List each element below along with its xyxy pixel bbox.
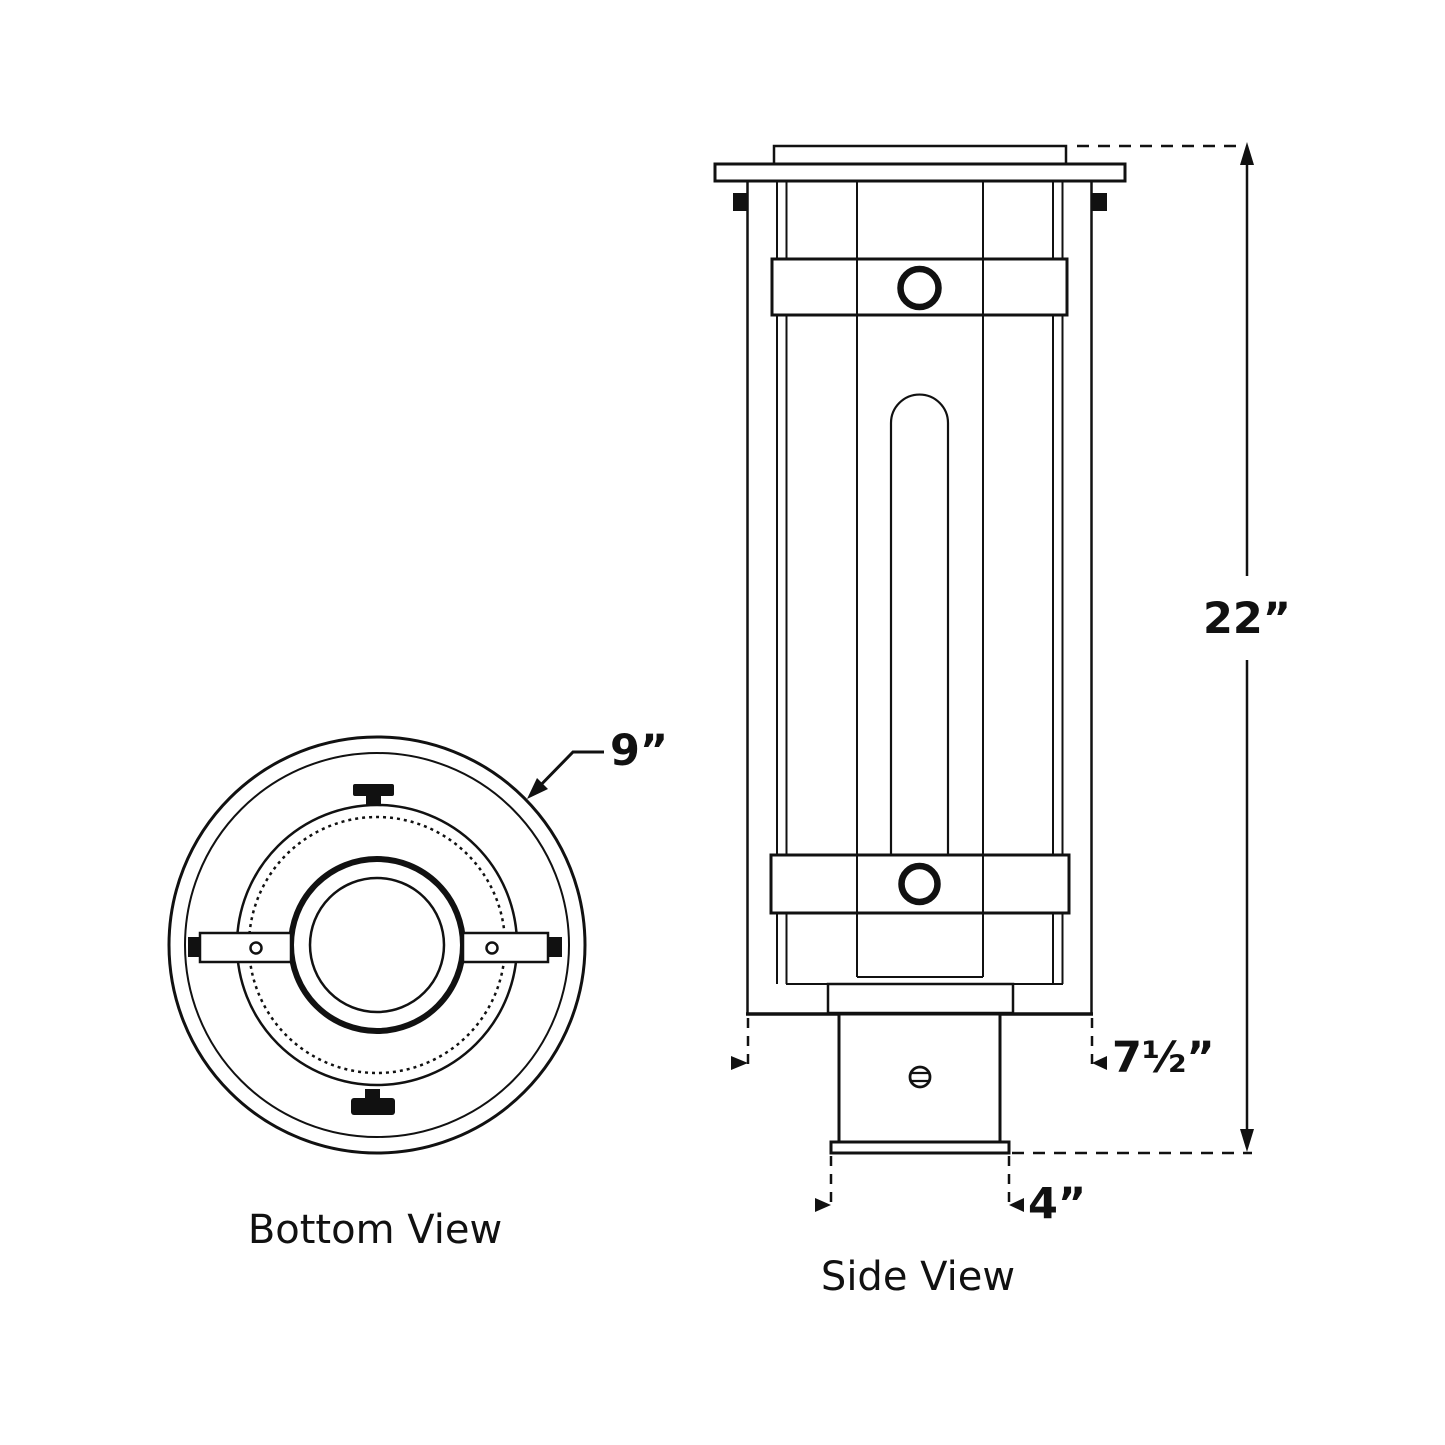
- socket-hole-circle: [308, 876, 446, 1014]
- diameter-label: 9”: [610, 726, 668, 776]
- height-arrow-up: [1240, 142, 1254, 165]
- left-thumb-tab: [188, 937, 201, 957]
- fitter-width-arrow-right: [1009, 1198, 1024, 1212]
- body-width-dimension: 7½”: [731, 1018, 1215, 1083]
- diameter-leader-line: [528, 750, 604, 798]
- height-dimension: 22”: [1012, 142, 1291, 1155]
- right-hanger-tab: [1092, 193, 1107, 211]
- right-mount-arm: [461, 931, 550, 964]
- post-fitter: [837, 1012, 1002, 1144]
- left-arm-screw: [249, 941, 263, 955]
- right-arm-screw: [485, 941, 499, 955]
- top-plate: [713, 162, 1127, 183]
- socket-ring-circle: [288, 856, 466, 1034]
- fitter-base-plate: [829, 1140, 1011, 1155]
- fitter-set-screw: [908, 1065, 932, 1089]
- bulb-tube: [889, 393, 950, 855]
- left-mount-arm: [198, 931, 293, 964]
- top-clip: [353, 784, 394, 796]
- fitter-width-label: 4”: [1028, 1179, 1086, 1229]
- left-hanger-tab: [733, 193, 748, 211]
- body-width-label: 7½”: [1112, 1033, 1215, 1083]
- top-cap: [772, 144, 1068, 166]
- bottom-view-drawing: [167, 735, 587, 1155]
- top-clip-stem: [366, 796, 381, 805]
- body-width-arrow-right: [1092, 1056, 1107, 1070]
- outer-rim-circle: [167, 735, 587, 1155]
- inner-rim-circle: [184, 752, 570, 1138]
- bottom-tray: [826, 982, 1015, 1015]
- diameter-leader-arrowhead: [527, 778, 548, 799]
- bottom-clip-stem: [365, 1089, 380, 1098]
- bottom-clip: [351, 1098, 395, 1115]
- body-width-arrow-left: [731, 1056, 748, 1070]
- side-view-label: Side View: [821, 1254, 1015, 1300]
- height-label: 22”: [1203, 594, 1291, 644]
- upper-band-knob: [897, 265, 942, 311]
- bottom-view-label: Bottom View: [248, 1207, 502, 1253]
- fitter-width-arrow-left: [815, 1198, 831, 1212]
- right-thumb-tab: [547, 937, 562, 957]
- fitter-width-dimension: 4”: [815, 1156, 1086, 1229]
- height-arrow-down: [1240, 1129, 1254, 1152]
- lower-band-knob: [898, 862, 941, 906]
- diameter-dimension: 9”: [527, 726, 668, 799]
- side-view-drawing: [713, 144, 1127, 1155]
